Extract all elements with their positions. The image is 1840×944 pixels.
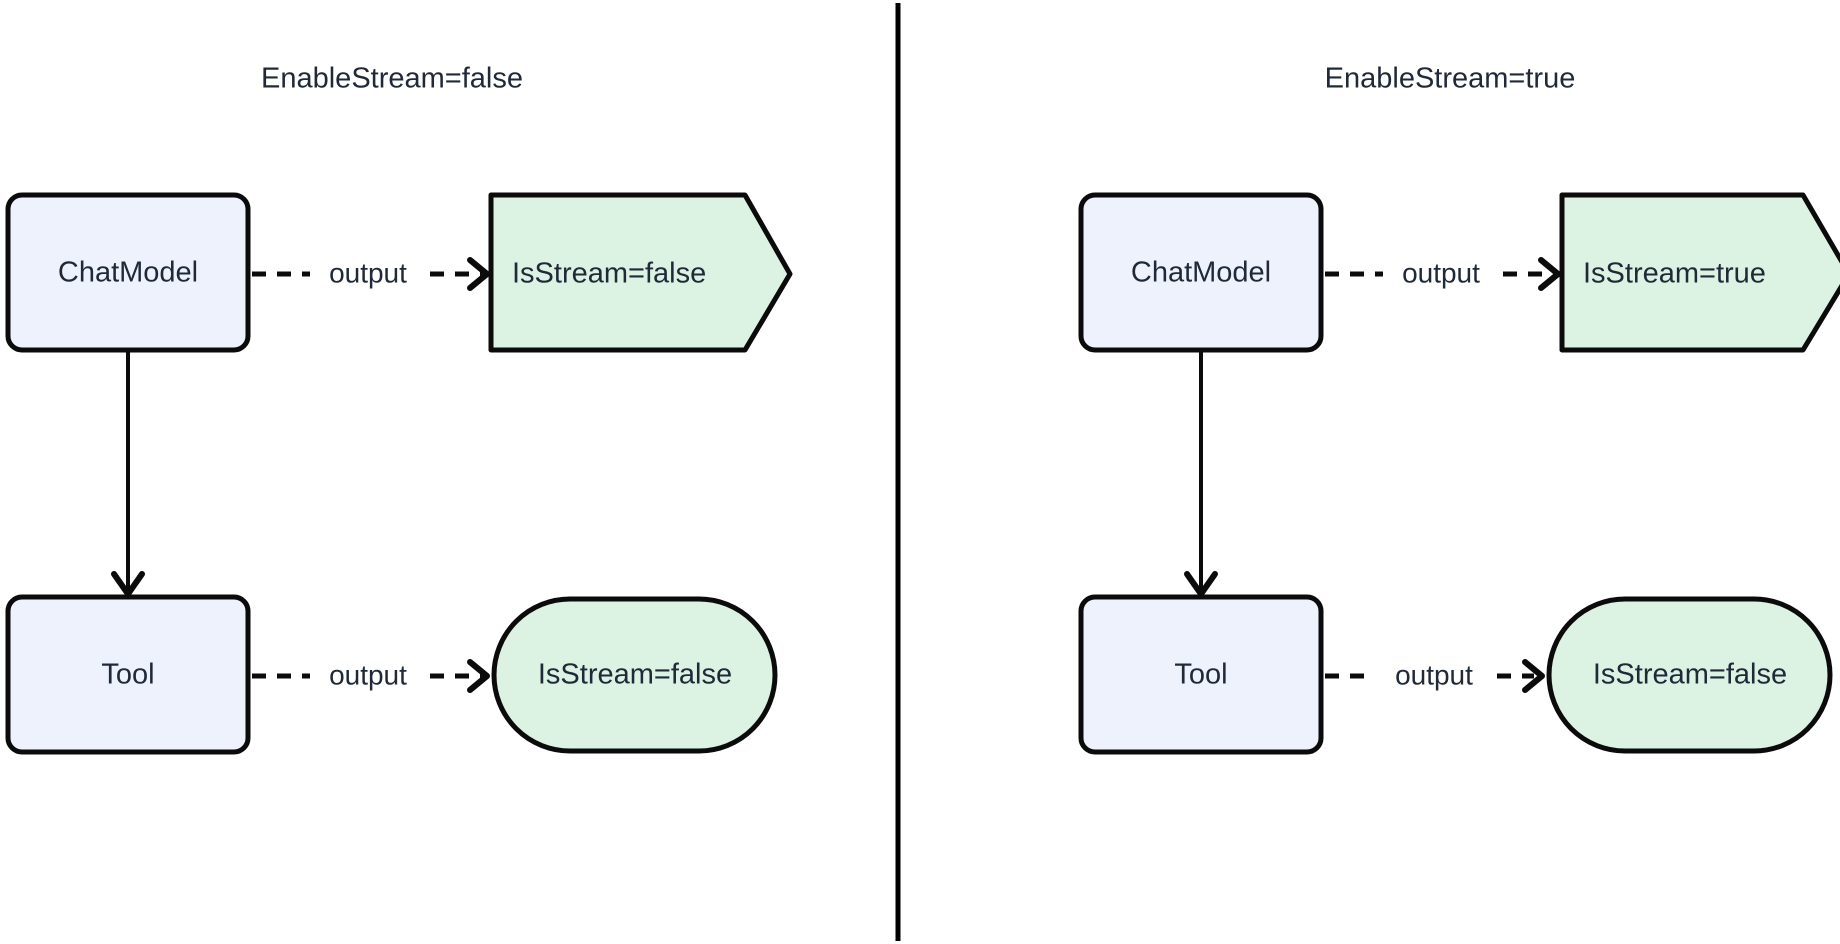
node-right-chat-output-shape[interactable] bbox=[1559, 192, 1840, 353]
edge-right-chat-to-tool bbox=[1184, 352, 1218, 597]
panel-right: EnableStream=true ChatModel output IsStr… bbox=[1078, 63, 1840, 755]
panel-left-title: EnableStream=false bbox=[261, 63, 523, 95]
edge-right-tool-to-output-label: output bbox=[1395, 659, 1473, 690]
node-left-chatmodel-shape[interactable] bbox=[5, 192, 251, 353]
node-left-chatmodel-label: ChatModel bbox=[58, 257, 198, 289]
arrow-head-icon bbox=[111, 571, 145, 597]
node-left-chat-output-shape[interactable] bbox=[488, 192, 793, 353]
node-right-chat-output[interactable]: IsStream=true bbox=[1559, 192, 1840, 353]
arrow-head-icon bbox=[1184, 571, 1218, 597]
node-right-tool-output-label: IsStream=false bbox=[1593, 659, 1787, 691]
arrow-head-icon bbox=[467, 257, 490, 291]
node-right-chat-output-label: IsStream=true bbox=[1583, 258, 1766, 290]
arrow-head-icon bbox=[467, 659, 490, 693]
panel-right-title: EnableStream=true bbox=[1325, 63, 1576, 95]
node-right-tool[interactable]: Tool bbox=[1078, 594, 1324, 755]
node-left-tool-output-label: IsStream=false bbox=[538, 659, 732, 691]
node-left-tool-output-shape[interactable] bbox=[491, 596, 778, 754]
node-right-chatmodel[interactable]: ChatModel bbox=[1078, 192, 1324, 353]
node-right-chatmodel-shape[interactable] bbox=[1078, 192, 1324, 353]
edge-right-chat-to-output-label: output bbox=[1402, 257, 1480, 288]
edge-left-tool-to-output-label: output bbox=[329, 659, 407, 690]
node-left-tool[interactable]: Tool bbox=[5, 594, 251, 755]
edge-left-chat-to-output: output bbox=[252, 257, 490, 291]
node-left-chat-output-label: IsStream=false bbox=[512, 258, 706, 290]
node-right-tool-output[interactable]: IsStream=false bbox=[1546, 596, 1833, 754]
node-right-chatmodel-label: ChatModel bbox=[1131, 257, 1271, 289]
node-left-tool-output[interactable]: IsStream=false bbox=[491, 596, 778, 754]
edge-left-chat-to-output-label: output bbox=[329, 257, 407, 288]
panel-left: EnableStream=false ChatModel output IsSt… bbox=[5, 63, 793, 755]
edge-left-chat-to-tool bbox=[111, 352, 145, 597]
node-left-chat-output[interactable]: IsStream=false bbox=[488, 192, 793, 353]
arrow-head-icon bbox=[1538, 257, 1561, 291]
edge-left-tool-to-output: output bbox=[252, 659, 490, 693]
node-right-tool-label: Tool bbox=[1174, 659, 1227, 691]
edge-right-chat-to-output: output bbox=[1325, 257, 1561, 291]
node-left-tool-label: Tool bbox=[101, 659, 154, 691]
node-right-tool-shape[interactable] bbox=[1078, 594, 1324, 755]
edge-right-tool-to-output: output bbox=[1325, 659, 1545, 693]
arrow-head-icon bbox=[1522, 659, 1545, 693]
node-left-tool-shape[interactable] bbox=[5, 594, 251, 755]
node-right-tool-output-shape[interactable] bbox=[1546, 596, 1833, 754]
node-left-chatmodel[interactable]: ChatModel bbox=[5, 192, 251, 353]
